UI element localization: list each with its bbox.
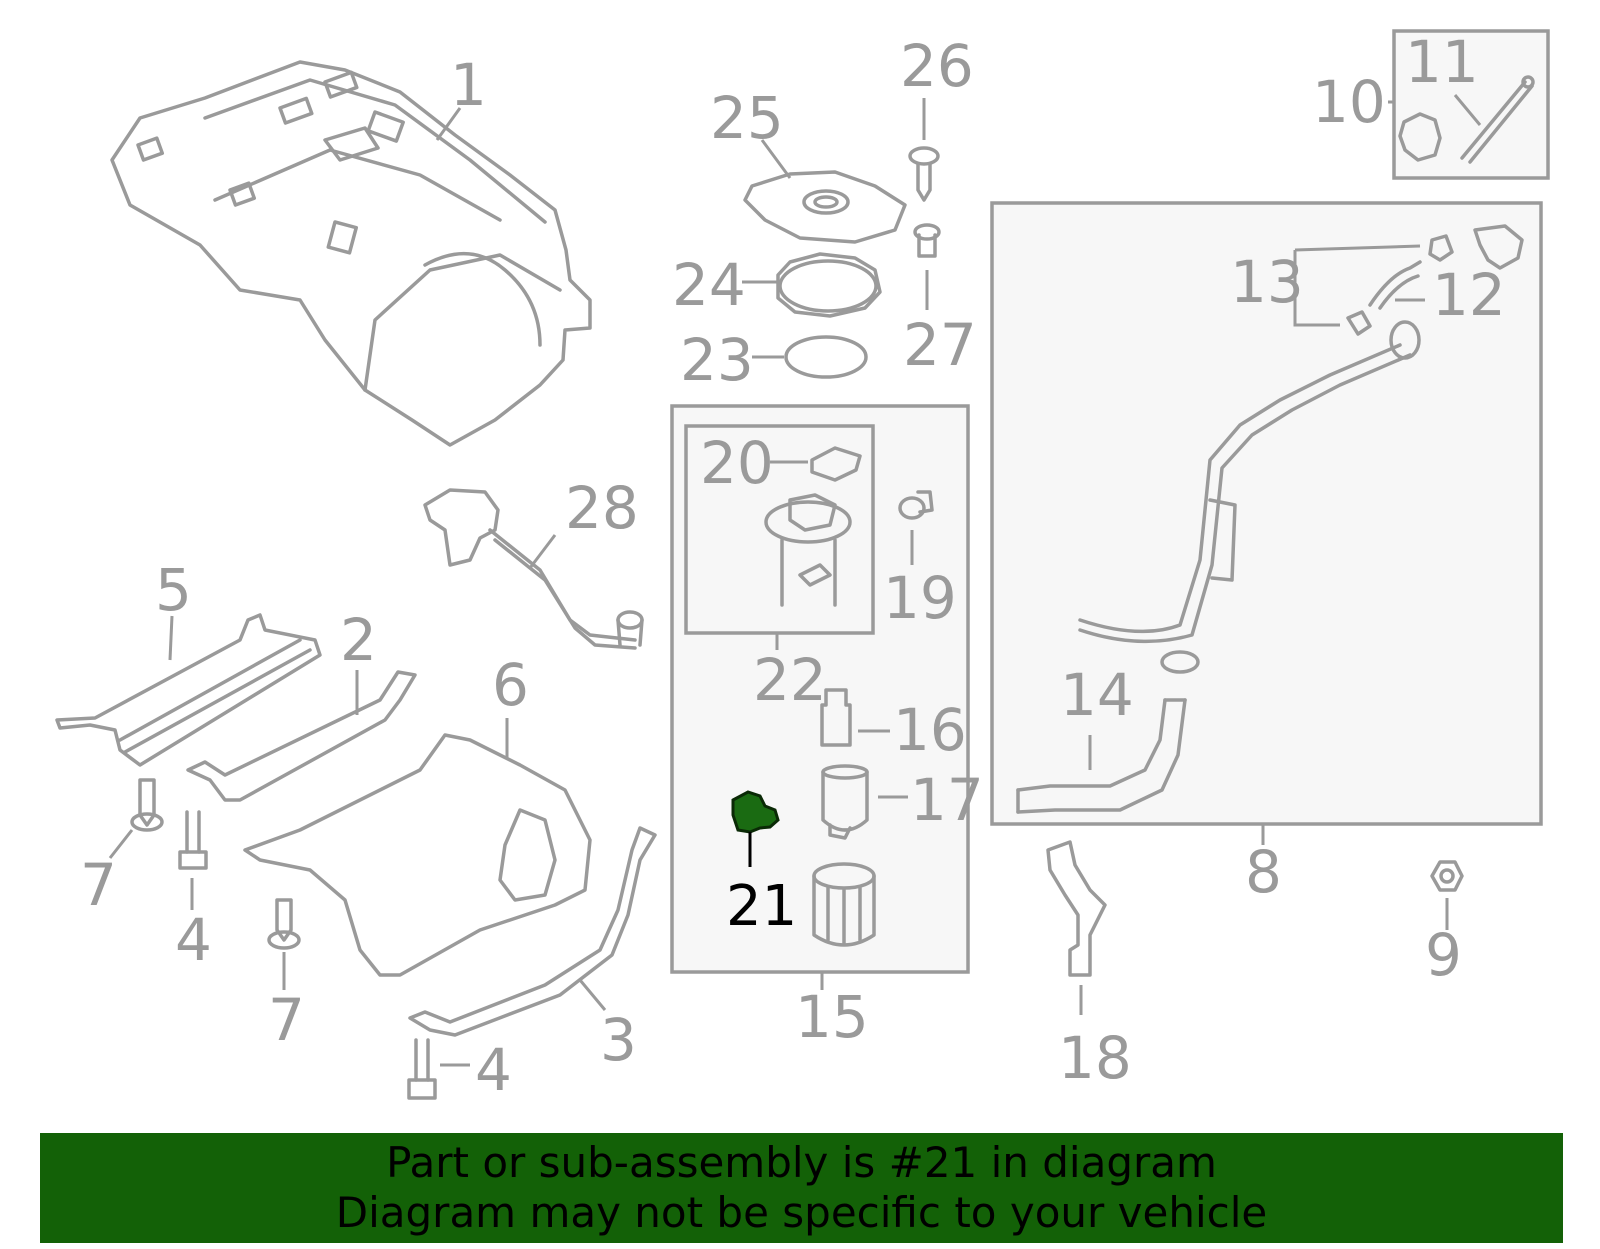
callout-13: 13 — [1230, 248, 1304, 316]
filler-neck — [1078, 320, 1421, 644]
callout-1: 1 — [450, 51, 487, 119]
callout-18: 18 — [1058, 1024, 1132, 1092]
info-banner: Part or sub-assembly is #21 in diagram D… — [40, 1133, 1563, 1243]
strap-3 — [408, 826, 657, 1037]
strap-2 — [186, 670, 417, 802]
box-fuel-cap — [1392, 29, 1550, 180]
callout-3: 3 — [600, 1006, 637, 1074]
callout-7b: 7 — [268, 986, 305, 1054]
under-shield-6 — [243, 733, 592, 977]
banner-line-2: Diagram may not be specific to your vehi… — [335, 1188, 1268, 1237]
callout-28: 28 — [565, 474, 639, 542]
callout-9: 9 — [1425, 921, 1462, 989]
callout-16: 16 — [893, 696, 967, 764]
callout-8: 8 — [1245, 838, 1282, 906]
callout-11: 11 — [1405, 28, 1479, 96]
callout-15: 15 — [795, 983, 869, 1051]
lock-ring — [776, 252, 882, 318]
vent-hose-parts — [1346, 224, 1524, 336]
bolt-4a — [178, 810, 208, 870]
clip-19 — [898, 490, 934, 520]
box-filler-neck — [990, 201, 1543, 826]
bracket-18 — [1046, 840, 1107, 977]
callout-20: 20 — [700, 429, 774, 497]
pump-cover-plate — [743, 170, 907, 244]
sender-module-22 — [764, 493, 852, 607]
grommet-27 — [913, 223, 941, 258]
fuel-cap-parts — [1398, 75, 1535, 164]
parts-diagram: 1 2 3 4 4 5 6 7 7 8 9 10 11 12 13 14 15 … — [55, 28, 1550, 1104]
nut-9 — [1430, 860, 1464, 892]
callout-19: 19 — [883, 564, 957, 632]
callout-4a: 4 — [175, 906, 212, 974]
bolt-7a — [130, 778, 164, 832]
callout-22: 22 — [753, 646, 827, 714]
level-sender-28 — [423, 488, 644, 650]
bolt-4b — [407, 1038, 437, 1100]
callout-23: 23 — [680, 326, 754, 394]
banner-line-1: Part or sub-assembly is #21 in diagram — [386, 1138, 1217, 1187]
leader-lines — [108, 94, 1482, 1067]
callout-27: 27 — [903, 311, 977, 379]
callout-17: 17 — [910, 766, 984, 834]
pump-reservoir — [812, 862, 876, 947]
callout-2: 2 — [340, 606, 377, 674]
callout-21[interactable]: 21 — [726, 874, 797, 939]
callout-6: 6 — [492, 651, 529, 719]
highlighted-part-21[interactable] — [731, 790, 780, 834]
connector-20 — [810, 446, 862, 482]
callout-12: 12 — [1432, 261, 1506, 329]
callout-14: 14 — [1060, 661, 1134, 729]
fuel-tank — [110, 60, 592, 447]
callout-24: 24 — [672, 251, 746, 319]
callout-4b: 4 — [475, 1036, 512, 1104]
heat-shield-5 — [55, 613, 322, 767]
callout-7a: 7 — [80, 851, 117, 919]
screw-26 — [908, 146, 940, 202]
callout-5: 5 — [155, 556, 192, 624]
bolt-7b — [267, 898, 301, 950]
filler-hose — [1016, 650, 1200, 814]
pump-17 — [821, 764, 869, 840]
callout-10: 10 — [1312, 68, 1386, 136]
filter-16 — [820, 688, 852, 747]
callout-25: 25 — [710, 84, 784, 152]
gasket-ring — [784, 335, 868, 379]
callout-26: 26 — [900, 32, 974, 100]
